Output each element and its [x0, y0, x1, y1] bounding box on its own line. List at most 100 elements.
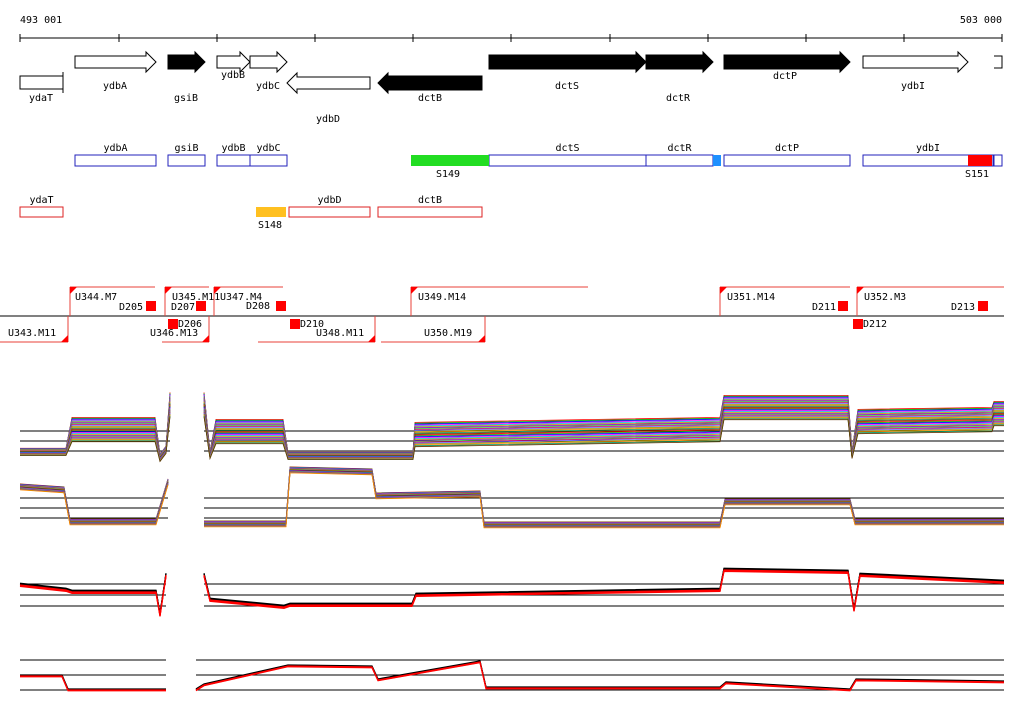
marker-square — [168, 319, 178, 329]
transcript-U352.M3: U352.M3 — [856, 286, 1004, 316]
transcript-label-U346.M13: U346.M13 — [150, 328, 198, 339]
gene-arrow-ydbA — [74, 50, 157, 74]
transcript-label-U347.M4: U347.M4 — [220, 292, 262, 303]
gene-arrow-dctR — [645, 50, 714, 74]
gene-dctB: dctB — [377, 71, 483, 104]
transcript-flag — [720, 287, 727, 294]
marker-square — [276, 301, 286, 311]
operon-box-ydbB — [216, 154, 251, 167]
transcript-U349.M14: U349.M14 — [410, 286, 588, 316]
operon-label-ydbD: ydbD — [317, 195, 341, 206]
operon-label-dctR: dctR — [667, 143, 692, 154]
expression-line — [203, 401, 1004, 456]
operon-label-dctB: dctB — [418, 195, 442, 206]
segment-S151 — [968, 155, 992, 166]
gene-ydbD: ydbD — [286, 71, 371, 125]
gene-label-ydaT: ydaT — [29, 93, 53, 104]
marker-label-D210: D210 — [300, 319, 324, 330]
transcript-U344.M7: U344.M7 — [69, 286, 155, 316]
marker-label-D207: D207 — [171, 302, 195, 313]
operon-box-ydbA — [74, 154, 157, 167]
marker-square — [853, 319, 863, 329]
transcript-label-U343.M11: U343.M11 — [8, 328, 56, 339]
expression-line — [203, 403, 1004, 456]
operon-label-gsiB: gsiB — [174, 143, 198, 154]
expression-line — [20, 416, 171, 463]
expression-line — [204, 469, 1004, 525]
expression-line — [203, 413, 1004, 459]
gene-ydbA: ydbA — [74, 50, 157, 92]
gene-ydbB: ydbB — [216, 50, 251, 81]
expression-line — [20, 395, 171, 457]
expression-line — [204, 468, 1004, 525]
expression-line — [20, 675, 166, 691]
operon-accent — [713, 155, 721, 166]
expression-line — [203, 406, 1004, 457]
marker-square — [196, 301, 206, 311]
segment-S148 — [256, 207, 286, 217]
expression-line — [203, 415, 1004, 460]
expression-panel-2 — [19, 466, 1004, 529]
transcript-flag — [61, 335, 68, 342]
expression-line — [203, 404, 1004, 457]
gene-arrow-dctB — [377, 71, 483, 95]
operon-box-ydbI — [862, 154, 994, 167]
transcript-label-U352.M3: U352.M3 — [864, 292, 906, 303]
operon-label-dctP: dctP — [775, 143, 799, 154]
transcript-label-U350.M19: U350.M19 — [424, 328, 472, 339]
transcript-U351.M14: U351.M14 — [719, 286, 850, 316]
transcript-U346.M13: U346.M13 — [150, 316, 210, 343]
expression-line — [203, 408, 1004, 458]
transcript-label-U345.M11: U345.M11 — [172, 292, 220, 303]
gene-label-dctB: dctB — [418, 93, 442, 104]
marker-square — [146, 301, 156, 311]
expression-line — [203, 412, 1004, 459]
gene-ydbC: ydbC — [249, 50, 288, 92]
expression-line — [204, 467, 1004, 524]
marker-D208: D208 — [246, 301, 286, 312]
marker-square — [838, 301, 848, 311]
expression-line — [203, 397, 1004, 455]
operon-label-ydbC: ydbC — [256, 143, 280, 154]
expression-panel-4 — [20, 659, 1005, 692]
marker-label-D206: D206 — [178, 319, 202, 330]
gene-ydbI: ydbI — [862, 50, 969, 92]
gene-dctS: dctS — [488, 50, 647, 92]
operon-box-dctP — [723, 154, 851, 167]
gene-label-ydbD: ydbD — [316, 114, 340, 125]
operon-label-ydaT: ydaT — [29, 195, 53, 206]
expression-line — [204, 468, 1004, 525]
gene-label-gsiB: gsiB — [174, 93, 198, 104]
expression-line — [19, 484, 169, 526]
gene-arrow-ydaT — [19, 75, 64, 90]
expression-line — [203, 410, 1004, 459]
end-coordinate: 503 000 — [960, 15, 1002, 26]
expression-line — [203, 567, 1005, 609]
marker-label-D212: D212 — [863, 319, 887, 330]
expression-line — [203, 570, 1005, 612]
expression-line — [19, 574, 167, 615]
operon-box-ydbD — [288, 206, 371, 218]
transcript-flag — [214, 287, 221, 294]
gene-dctR: dctR — [645, 50, 714, 104]
transcript-flag — [857, 287, 864, 294]
marker-label-D205: D205 — [119, 302, 143, 313]
gene-arrow-dctS — [488, 50, 647, 74]
start-coordinate: 493 001 — [20, 15, 62, 26]
expression-line — [204, 467, 1004, 523]
expression-line — [203, 396, 1004, 454]
marker-square — [978, 301, 988, 311]
gene-label-dctS: dctS — [555, 81, 579, 92]
transcript-U347.M4: U347.M4 — [213, 286, 283, 316]
gene-arrow-dctP — [723, 50, 851, 74]
transcript-U345.M11: U345.M11 — [164, 286, 220, 316]
expression-line — [195, 662, 1005, 692]
operon-box-ydaT — [19, 206, 64, 218]
marker-D206: D206 — [168, 319, 202, 330]
expression-line — [19, 575, 167, 617]
marker-D212: D212 — [853, 319, 887, 330]
expression-panel-1 — [20, 392, 1004, 463]
expression-line — [204, 466, 1004, 523]
transcript-label-U349.M14: U349.M14 — [418, 292, 466, 303]
